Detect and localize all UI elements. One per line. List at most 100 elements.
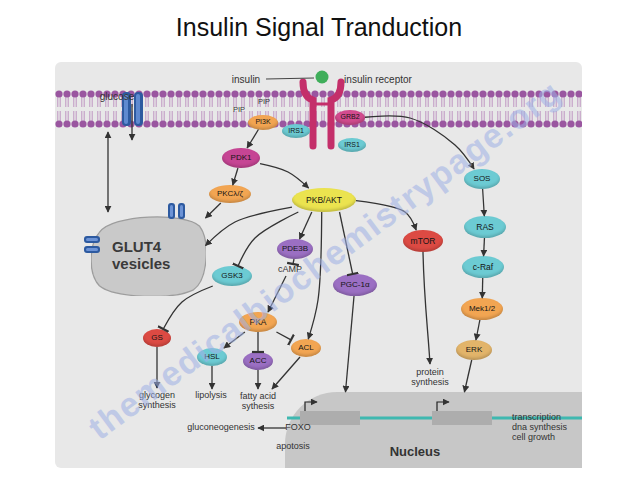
protein-node: PDE3B: [277, 239, 313, 259]
pathway-label: FOXO: [285, 423, 311, 433]
pathway-label: transcription dna synthesis cell growth: [512, 413, 574, 443]
pathway-label: PIP: [233, 106, 245, 114]
glucose-transporter-symbol: [122, 92, 143, 126]
signal-arrow: [365, 116, 474, 169]
signal-arrow: [233, 168, 238, 185]
node-label: ACC: [250, 357, 267, 365]
outcome-arrow: [272, 357, 300, 389]
signal-arrow: [300, 212, 312, 239]
node-label: PI3K: [255, 118, 270, 125]
watermark: themedicalbiochemistrypage.org: [82, 73, 569, 447]
glucose-arrow: [131, 104, 132, 140]
protein-node: GRB2: [335, 110, 365, 125]
node-label: mTOR: [411, 237, 436, 246]
signal-arrow: [476, 320, 480, 340]
protein-node: ACL: [291, 339, 321, 357]
node-label: GSK3: [221, 272, 242, 280]
signal-arrow: [206, 207, 293, 246]
outcome-arrow: [423, 252, 430, 364]
protein-node: IRS1: [282, 124, 310, 138]
protein-node: mTOR: [403, 230, 443, 252]
node-label: ERK: [466, 346, 482, 354]
protein-node: Mek1/2: [461, 298, 503, 320]
protein-node: HSL: [197, 348, 227, 366]
node-label: ACL: [298, 344, 314, 352]
node-label: IRS1: [288, 127, 304, 134]
signal-arrow: [483, 189, 485, 216]
node-label: PKCλ/ζ: [217, 190, 243, 198]
protein-node: GSK3: [212, 266, 252, 286]
signal-arrow: [339, 212, 352, 274]
node-label: GLUT4 vesicles: [112, 238, 184, 273]
nucleus-region: Nucleus: [285, 392, 582, 468]
protein-node: PKB/AKT: [292, 188, 356, 212]
signal-arrow: [247, 130, 258, 149]
node-label: PDE3B: [282, 245, 308, 253]
pathway-label: apotosis: [276, 442, 310, 452]
node-label: GRB2: [340, 113, 359, 120]
node-label: HSL: [204, 353, 220, 361]
pathway-label: insulin receptor: [344, 74, 412, 85]
node-label: IRS1: [344, 141, 360, 148]
protein-node: ACC: [243, 352, 273, 370]
gene-symbol: [287, 402, 582, 425]
vesicle-shape: [91, 217, 206, 296]
node-label: SOS: [474, 175, 491, 183]
pathway-label: PIP: [258, 98, 270, 106]
signal-arrow: [260, 164, 309, 188]
protein-node: SOS: [464, 169, 500, 189]
node-label: GS: [151, 334, 163, 342]
protein-node: GS: [143, 329, 171, 347]
glut4-vesicle-symbol: [84, 236, 100, 253]
signal-arrow: [163, 286, 213, 329]
glut4-vesicle-symbol: [168, 203, 185, 219]
protein-node: c-Raf: [462, 256, 504, 278]
signal-arrow: [238, 212, 298, 266]
protein-node: ERK: [456, 340, 492, 360]
signal-arrow: [224, 332, 245, 348]
outcome-arrow: [156, 347, 157, 388]
pathway-label: insulin: [232, 74, 260, 85]
pathway-label: protein synthesis: [408, 368, 452, 388]
pathway-label: lipolysis: [195, 391, 227, 401]
pathway-label: gluconeogenesis: [187, 423, 255, 433]
outcome-arrow: [211, 366, 212, 389]
inhibition-line: [293, 259, 294, 264]
node-label: c-Raf: [473, 263, 493, 272]
signal-arrow: [345, 296, 354, 392]
protein-node: PKA: [239, 312, 277, 332]
vesicle-blob: GLUT4 vesicles: [91, 214, 206, 296]
node-label: Mek1/2: [469, 305, 495, 313]
pathway-label: cAMP: [278, 265, 302, 275]
signal-arrow: [356, 201, 416, 230]
signal-arrow: [464, 360, 471, 392]
signal-arrow: [482, 278, 484, 298]
translocation-arrow: [107, 132, 108, 212]
node-label: PDK1: [231, 154, 252, 162]
lipid-bilayer: [55, 90, 582, 128]
insulin-molecule: [316, 71, 329, 84]
node-label: PGC-1α: [340, 281, 369, 289]
signal-arrow: [276, 332, 291, 340]
node-label: PKB/AKT: [306, 196, 342, 205]
outcome-arrow: [258, 427, 286, 428]
pathway-label: glucose: [100, 91, 134, 102]
pathway-label: fatty acid sythesis: [235, 392, 281, 412]
protein-node: PKCλ/ζ: [209, 185, 251, 203]
protein-node: IRS1: [338, 138, 366, 152]
diagram-title: Insulin Signal Tranduction: [0, 13, 638, 42]
signal-arrow: [257, 332, 258, 352]
pathway-label: glycogen synthesis: [132, 391, 182, 411]
protein-node: PDK1: [222, 148, 260, 168]
leader-line: [266, 78, 314, 79]
node-label: PKA: [249, 318, 266, 327]
node-label: Nucleus: [390, 445, 441, 459]
outcome-arrow: [257, 370, 258, 389]
diagram-panel: [55, 62, 582, 468]
signal-arrow: [206, 203, 221, 218]
